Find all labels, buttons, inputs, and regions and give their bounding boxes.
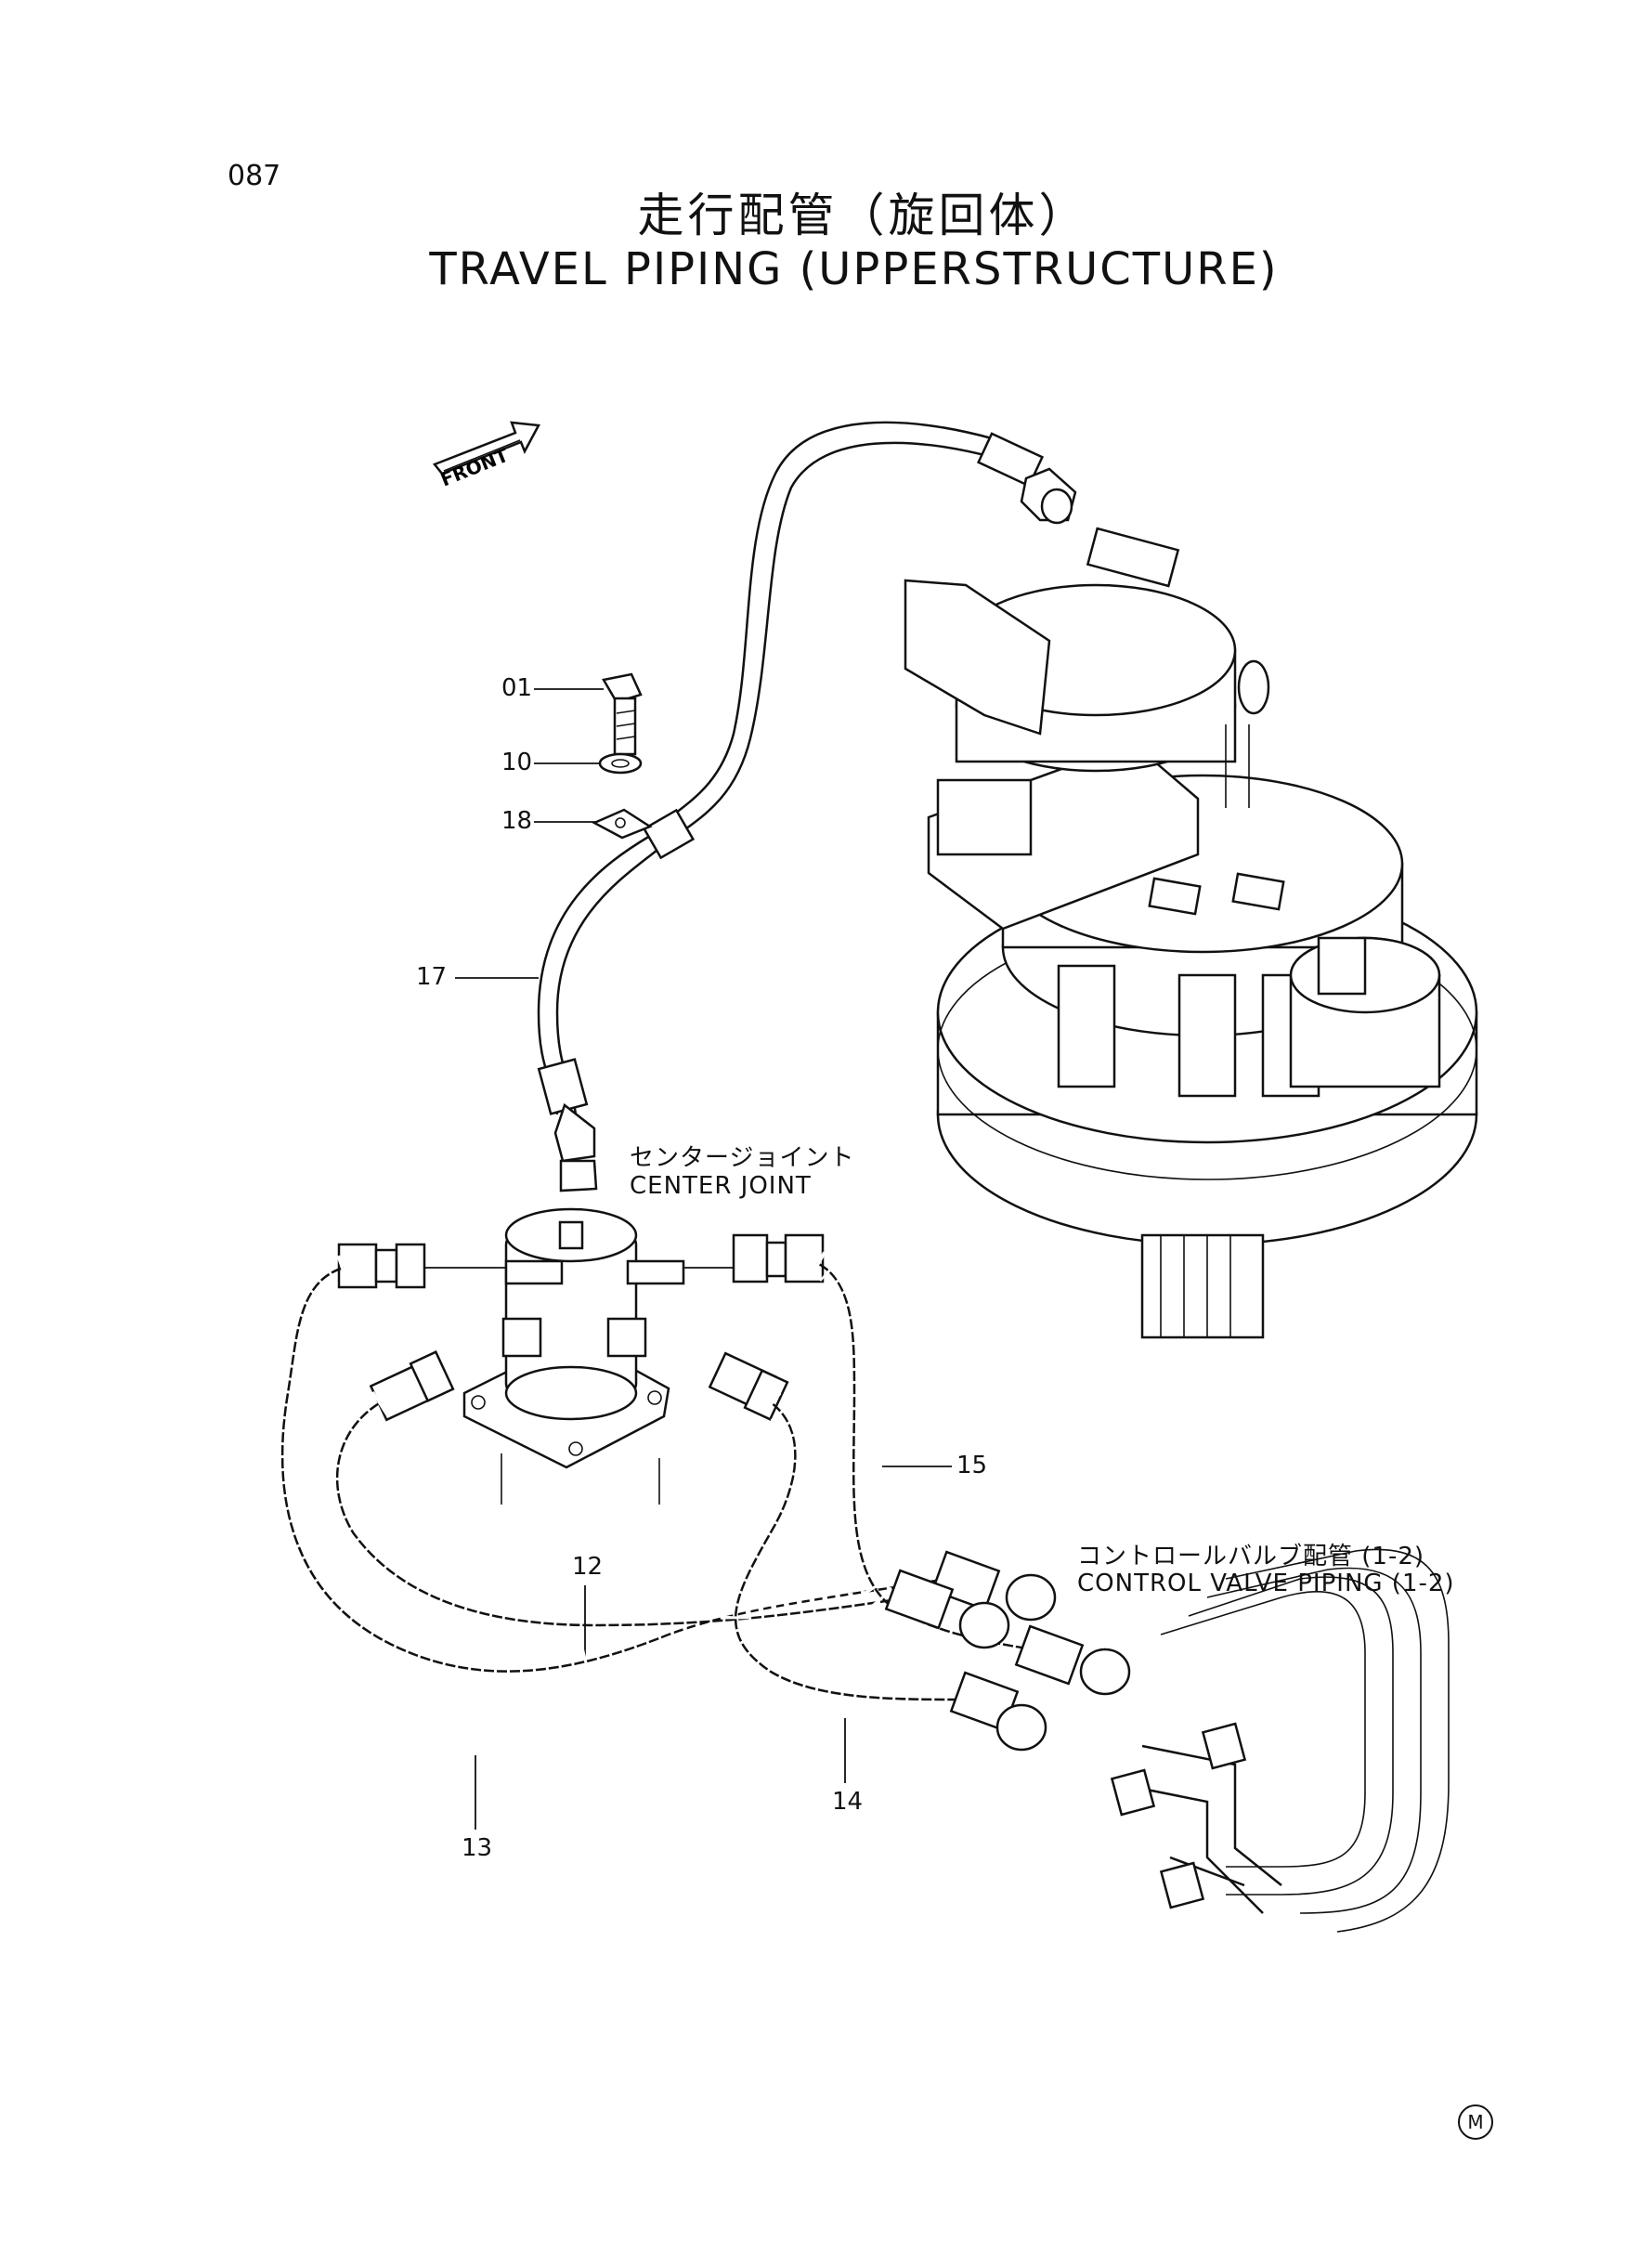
center-joint-label-en: CENTER JOINT [630, 1172, 812, 1200]
front-label: FRONT [437, 444, 512, 491]
bolt-icon [604, 674, 641, 754]
fitting-right-top [734, 1235, 823, 1282]
fitting-left-top [339, 1244, 424, 1287]
washer-icon [600, 754, 641, 773]
callout-18: 18 [501, 807, 533, 835]
title-japanese: 走行配管（旋回体） [637, 189, 1089, 242]
center-joint-label-jp: センタージョイント [630, 1144, 855, 1172]
corner-mark-icon: M [1458, 2104, 1493, 2140]
hose-14 [735, 1402, 966, 1700]
travel-motor [905, 528, 1476, 1337]
title-english: TRAVEL PIPING (UPPERSTRUCTURE) [429, 243, 1279, 295]
hose-12 [337, 1402, 910, 1625]
callout-14: 14 [832, 1788, 864, 1816]
callout-01: 01 [501, 674, 533, 702]
hose-clamp [644, 810, 694, 857]
callout-12: 12 [572, 1553, 604, 1581]
callout-13: 13 [462, 1834, 493, 1862]
callout-17: 17 [416, 963, 448, 991]
fitting-left-mid [371, 1352, 453, 1420]
elbow-fitting [539, 1060, 596, 1191]
fitting-right-mid [709, 1353, 787, 1419]
page-number: 087 [228, 160, 281, 192]
hose-end-fittings [886, 1552, 1129, 1750]
hose-17 [539, 423, 992, 1114]
callout-15: 15 [956, 1452, 988, 1479]
hose-fitting-upper [979, 434, 1075, 523]
callout-10: 10 [501, 749, 533, 776]
center-joint [464, 1209, 683, 1505]
control-valve-label-jp: コントロールバルブ配管 (1-2) [1077, 1543, 1425, 1570]
control-valve-label-en: CONTROL VALVE PIPING (1-2) [1077, 1570, 1455, 1597]
control-valve-piping [1112, 1549, 1449, 1932]
clip-icon [594, 810, 650, 838]
front-arrow-icon: FRONT [435, 423, 539, 491]
hose-13 [282, 1268, 947, 1672]
